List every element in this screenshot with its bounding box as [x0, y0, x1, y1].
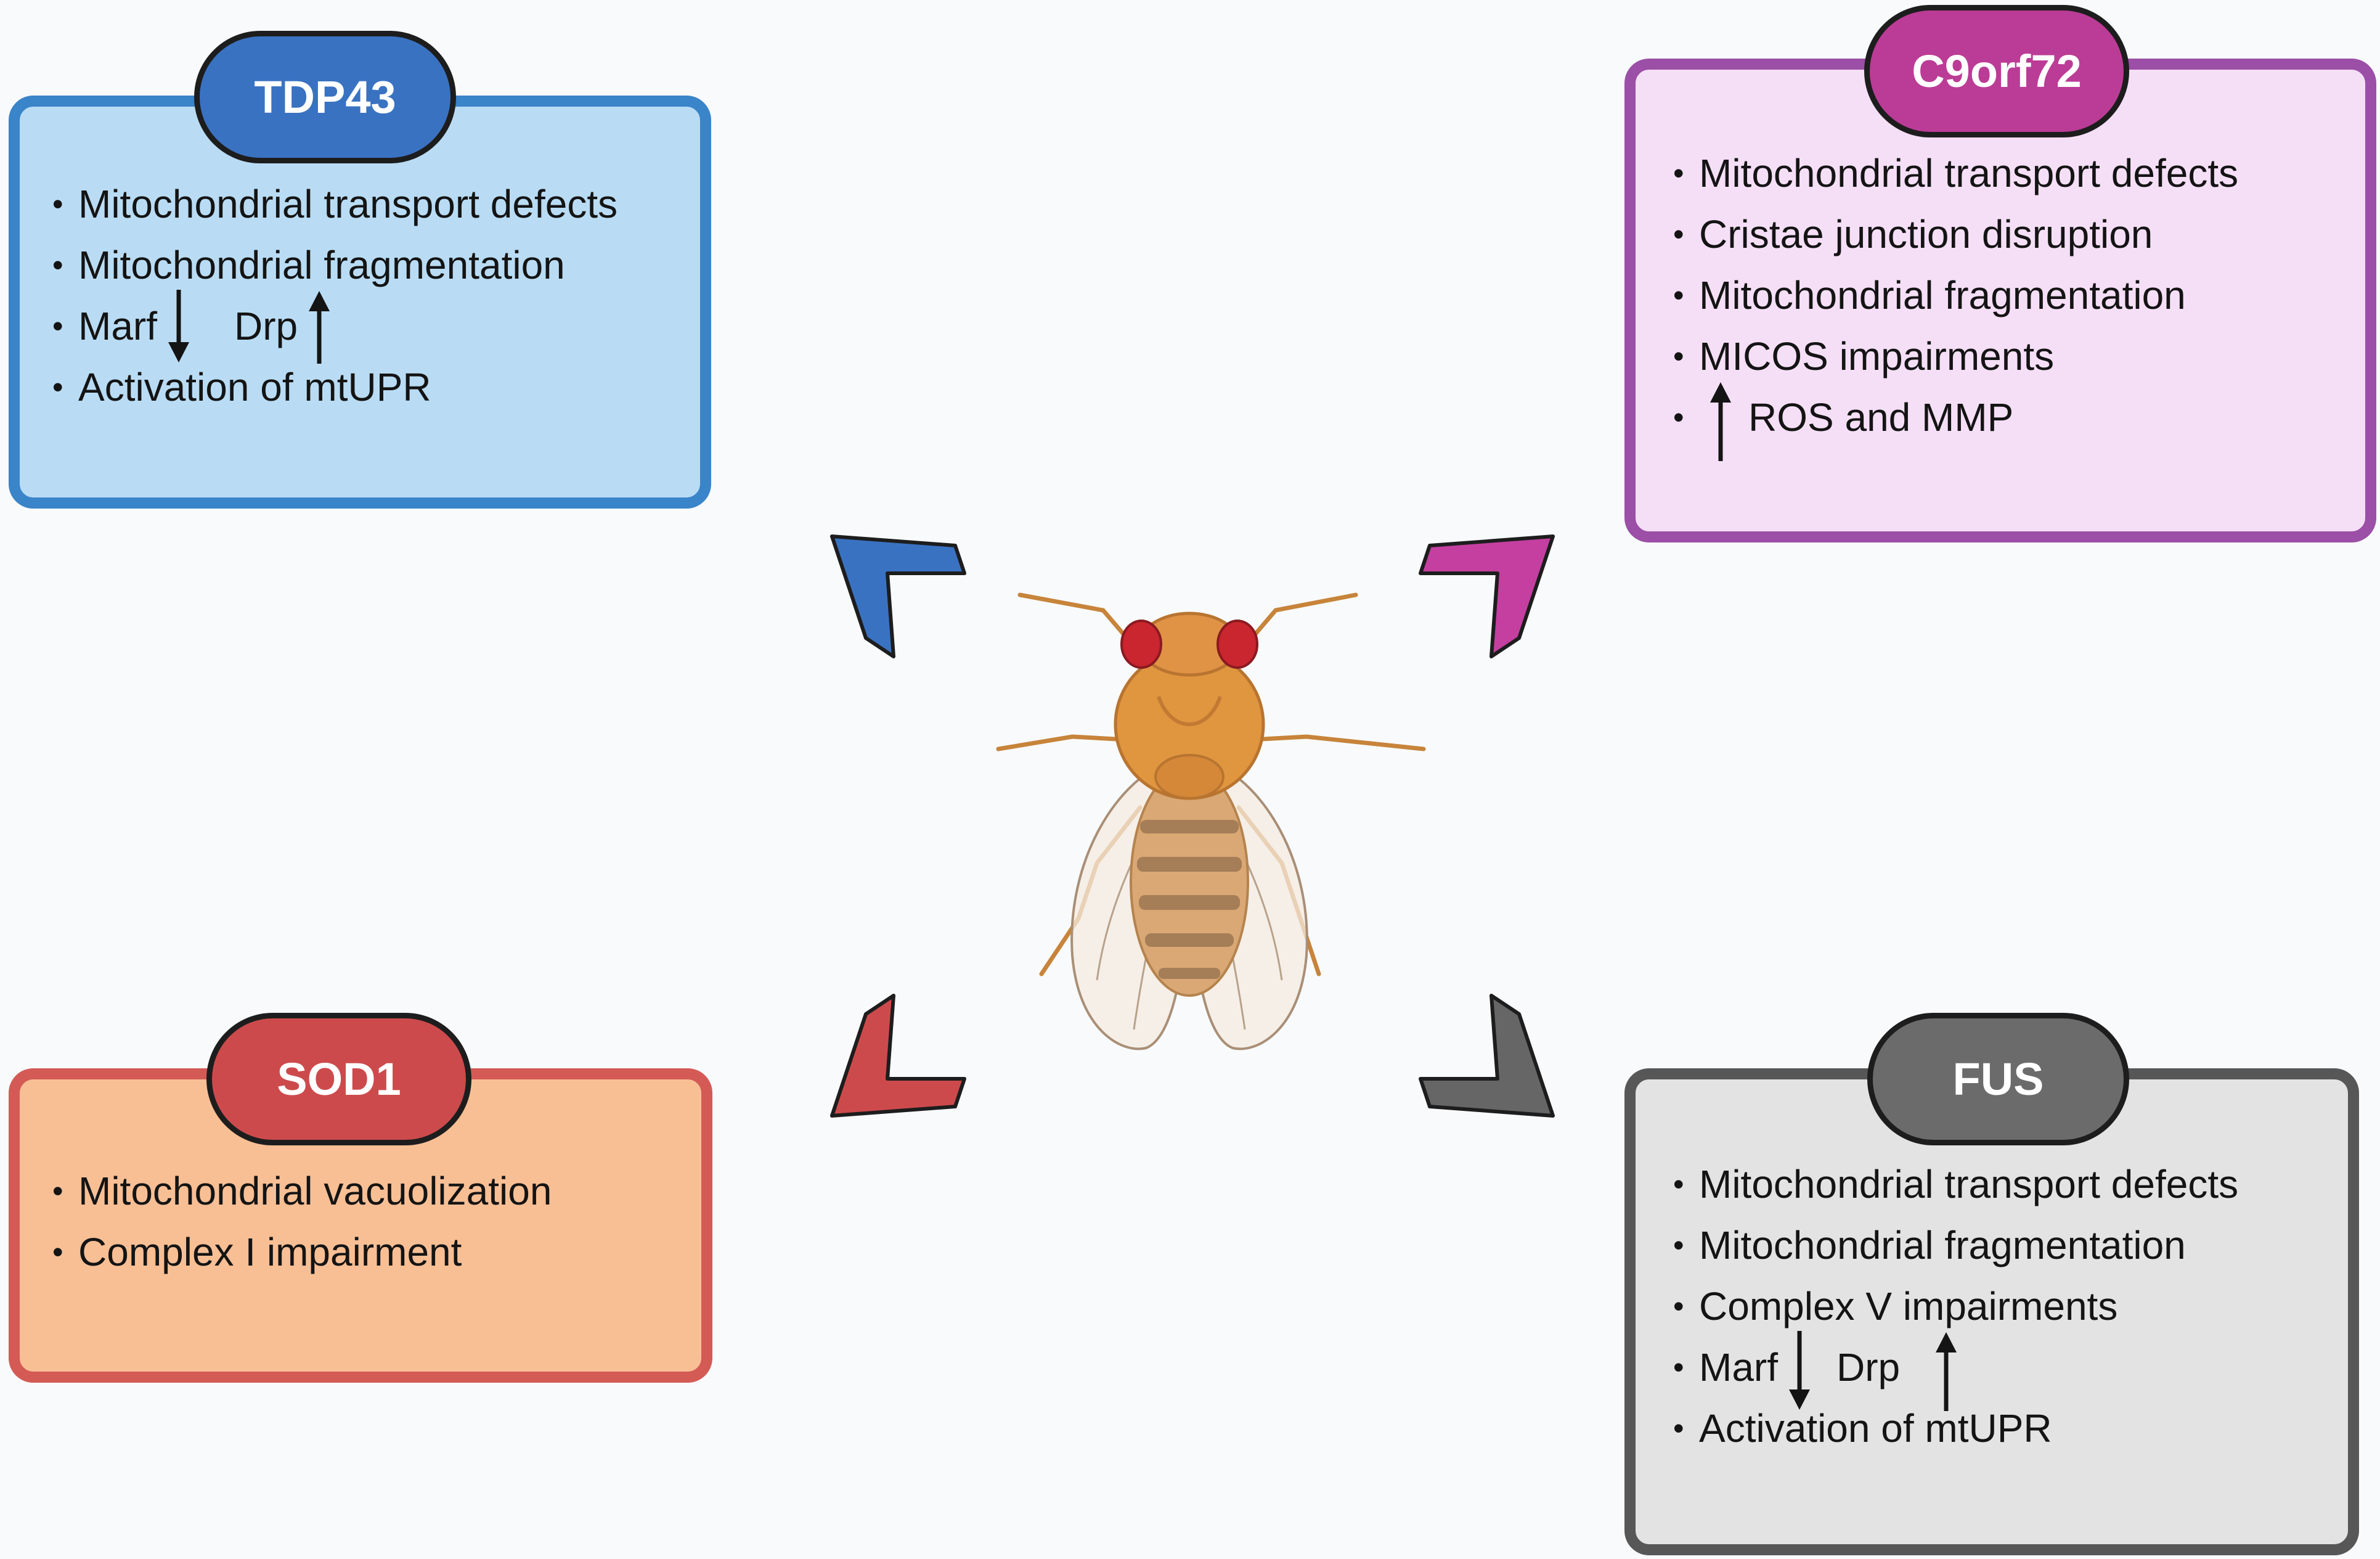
list-item: •Mitochondrial transport defects [1673, 151, 2239, 195]
chevron-fus-icon [1419, 994, 1555, 1118]
list-item: •Activation of mtUPR [52, 365, 431, 409]
up-arrow-icon [1925, 1332, 1983, 1411]
sod1-title: SOD1 [206, 1013, 471, 1145]
c9orf72-panel [1624, 59, 2376, 542]
tdp43-list: •Mitochondrial transport defects •Mitoch… [52, 174, 617, 418]
fruit-fly-icon [996, 592, 1426, 1050]
list-item: •Marf Drp [52, 290, 617, 364]
list-item: •Mitochondrial transport defects [1673, 1162, 2239, 1206]
c9orf72-list: •Mitochondrial transport defects •Crista… [1673, 143, 2239, 461]
up-arrow-icon [298, 291, 356, 364]
list-item: •Mitochondrial transport defects [52, 182, 618, 226]
fus-list: •Mitochondrial transport defects •Mitoch… [1673, 1154, 2238, 1459]
up-arrow-icon [1699, 382, 1748, 461]
list-item: •Mitochondrial fragmentation [1673, 1223, 2186, 1267]
list-item: •MICOS impairments [1673, 334, 2055, 378]
list-item: •Activation of mtUPR [1673, 1406, 2052, 1451]
down-arrow-icon [1778, 1331, 1836, 1410]
c9orf72-title: C9orf72 [1864, 5, 2129, 137]
fus-title: FUS [1867, 1013, 2129, 1145]
list-item: •Cristae junction disruption [1673, 212, 2153, 256]
list-item: •Mitochondrial fragmentation [52, 243, 565, 287]
down-arrow-icon [157, 290, 216, 362]
sod1-list: •Mitochondrial vacuolization •Complex I … [52, 1161, 552, 1283]
chevron-c9orf72-icon [1419, 534, 1555, 658]
chevron-tdp43-icon [830, 534, 966, 658]
list-item: • ROS and MMP [1673, 382, 2238, 461]
tdp43-title: TDP43 [194, 31, 456, 163]
list-item: •Complex I impairment [52, 1230, 462, 1274]
tdp43-panel [9, 96, 711, 509]
list-item: •Complex V impairments [1673, 1284, 2118, 1328]
fus-panel [1624, 1068, 2359, 1555]
list-item: •Marf Drp [1673, 1331, 2238, 1411]
list-item: •Mitochondrial fragmentation [1673, 273, 2186, 317]
list-item: •Mitochondrial vacuolization [52, 1169, 552, 1213]
chevron-sod1-icon [830, 994, 966, 1118]
